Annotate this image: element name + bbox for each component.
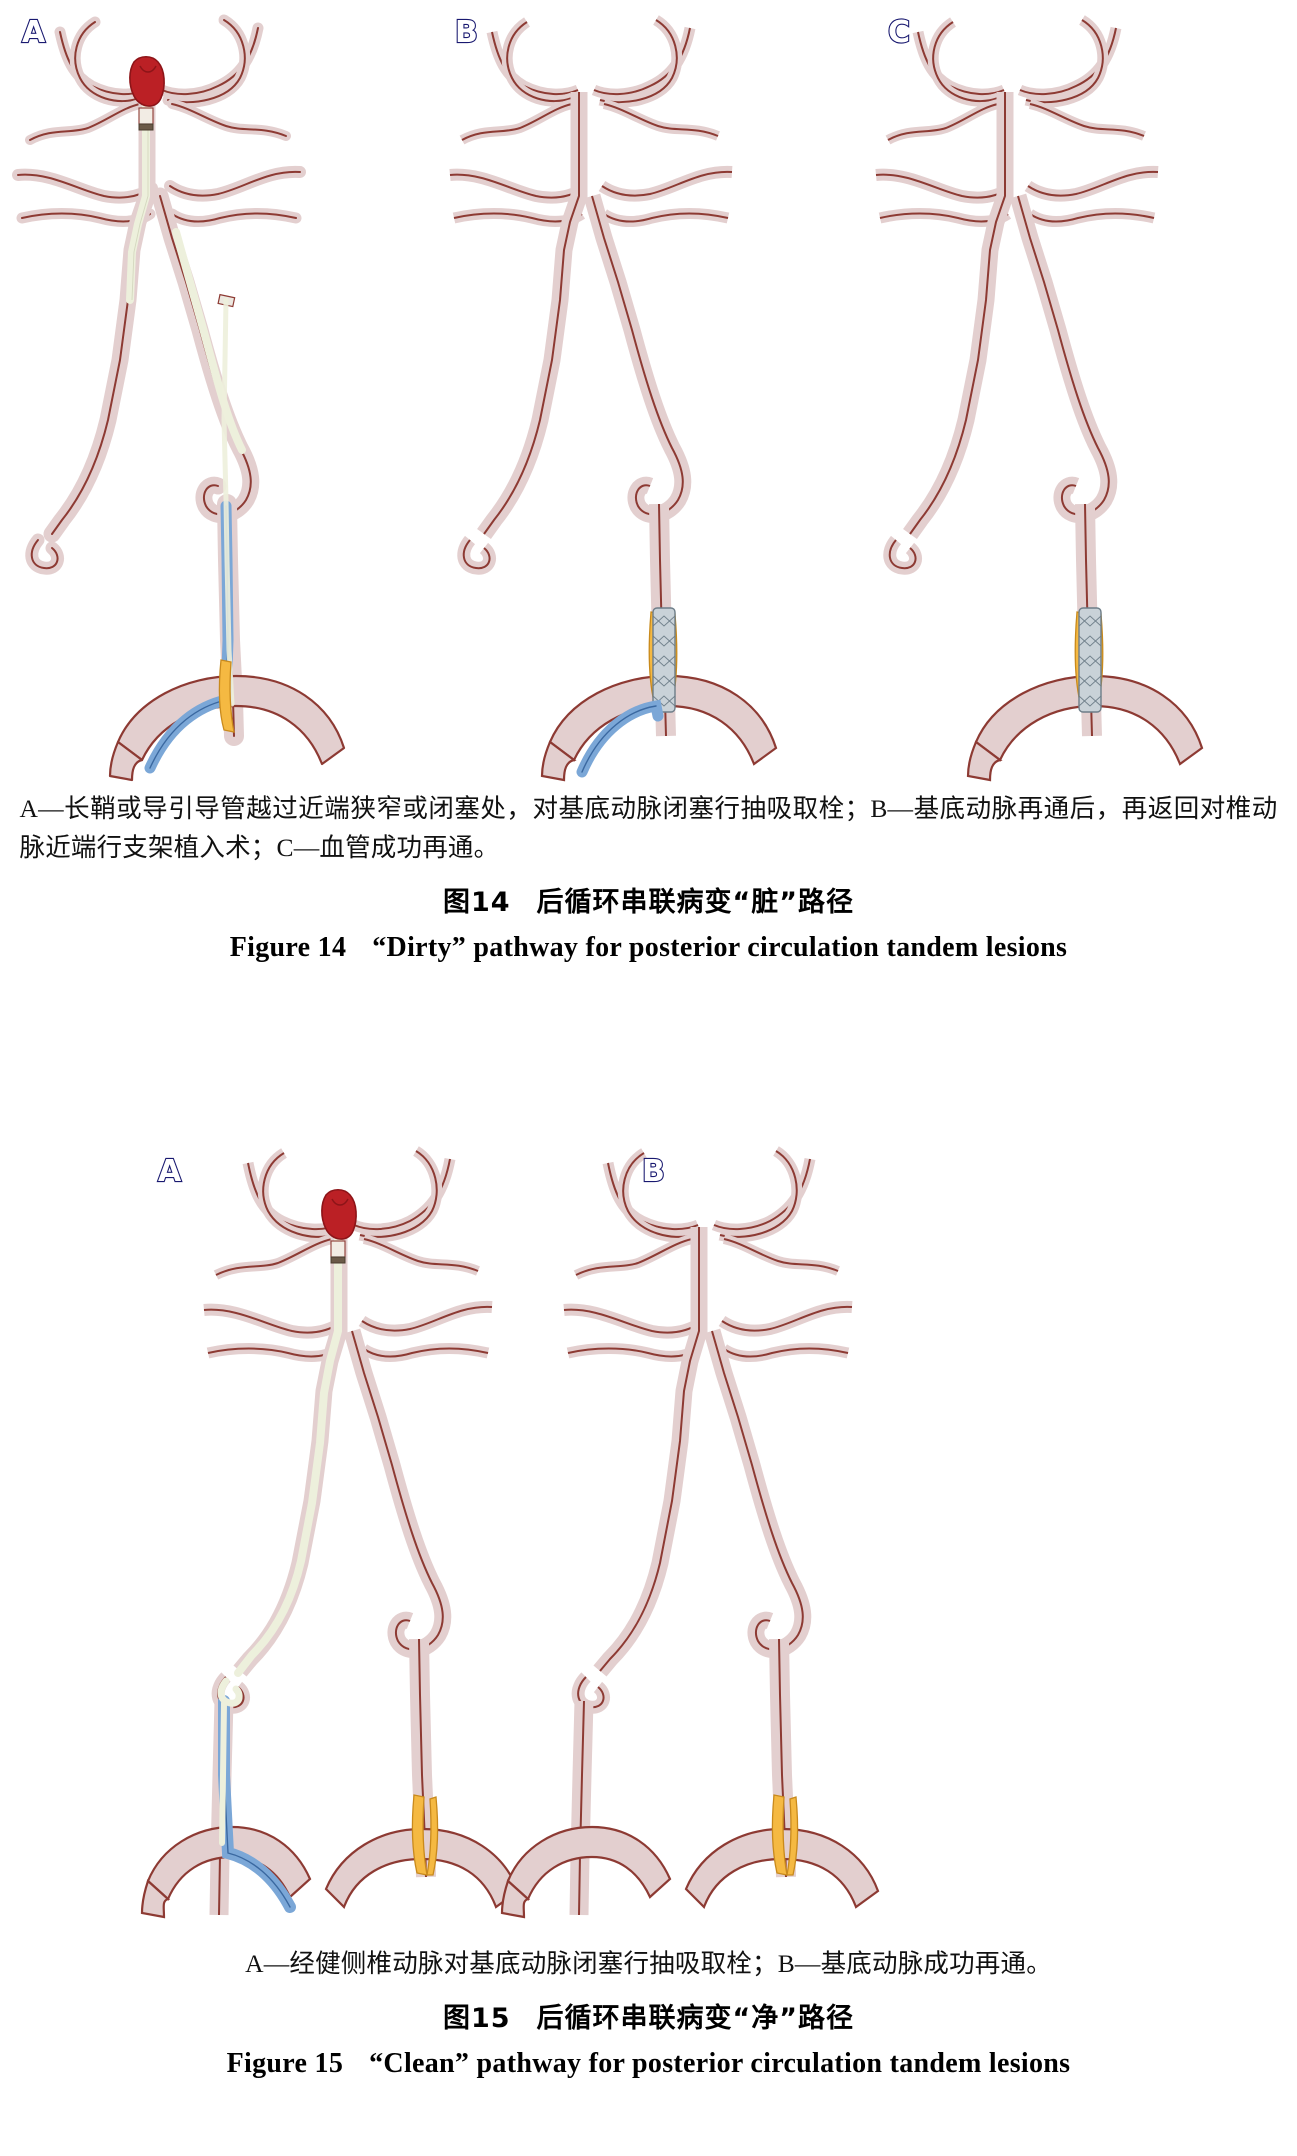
basilar-tip-thrombus-a <box>129 55 165 107</box>
figure-15-text-en: “Clean” pathway for posterior circulatio… <box>369 2047 1071 2079</box>
posterior-circulation-vessels-a2 <box>140 1146 520 1919</box>
figure-14-title-cn: 图14 后循环串联病变“脏”路径 <box>0 880 1297 919</box>
vertebral-origin-stent-c <box>1078 607 1102 713</box>
figure-14-panel-c-illustration <box>875 15 1204 782</box>
panel-label-a: A <box>21 15 46 50</box>
figure-15-caption: A—经健侧椎动脉对基底动脉闭塞行抽吸取栓；B—基底动脉成功再通。 图15 后循环串… <box>0 1945 1297 2080</box>
posterior-circulation-vessels-a <box>12 14 346 782</box>
vertebral-origin-stenosis-plaque-a <box>218 659 235 733</box>
panel-label-b: B <box>454 15 479 50</box>
figure-15-title-cn: 图15 后循环串联病变“净”路径 <box>0 1996 1297 2035</box>
figure-15-title-en: Figure 15 “Clean” pathway for posterior c… <box>0 2048 1297 2080</box>
basilar-tip-thrombus-a2 <box>321 1188 357 1240</box>
figure-14-text-cn: 后循环串联病变“脏”路径 <box>536 886 855 918</box>
figure-15-number-en: Figure 15 <box>226 2047 344 2079</box>
figure-15-panel-b-illustration <box>500 1146 880 1919</box>
guide-catheter-contralateral-a2 <box>218 1695 296 1913</box>
vertebral-origin-stenosis-plaque-a2 <box>411 1794 439 1876</box>
panel-label-a2: A <box>157 1154 182 1189</box>
posterior-circulation-vessels-c <box>875 15 1204 782</box>
posterior-circulation-vessels-b2 <box>500 1146 880 1919</box>
guidewire-a <box>126 100 246 707</box>
figure-14-caption: A—长鞘或导引导管越过近端狭窄或闭塞处，对基底动脉闭塞行抽吸取栓；B—基底动脉再… <box>0 790 1297 964</box>
posterior-circulation-vessels-b <box>449 15 778 782</box>
guide-catheter-long-sheath-b <box>576 699 664 778</box>
guidewire-a2 <box>217 1235 342 1846</box>
figure-15-artwork: A <box>0 1135 1297 1945</box>
figure-14-number-en: Figure 14 <box>229 931 347 963</box>
figure-15-text-cn: 后循环串联病变“净”路径 <box>536 2002 855 2034</box>
figure-14-text-en: “Dirty” pathway for posterior circulatio… <box>372 931 1068 963</box>
figure-15-panel-a-illustration <box>140 1146 520 1919</box>
figure-14-number-cn: 图14 <box>442 886 511 918</box>
figure-14: A <box>0 0 1297 964</box>
figure-14-panel-b-illustration <box>449 15 778 782</box>
figure-14-artwork: A <box>0 0 1297 790</box>
panel-label-b2: B <box>641 1154 666 1189</box>
vertebral-origin-stenosis-plaque-b2 <box>771 1794 799 1876</box>
figure-15: A <box>0 1135 1297 2080</box>
panel-label-c: C <box>887 15 911 50</box>
figure-14-panel-a-illustration <box>12 14 346 782</box>
figure-14-title-en: Figure 14 “Dirty” pathway for posterior c… <box>0 932 1297 964</box>
figure-14-caption-note: A—长鞘或导引导管越过近端狭窄或闭塞处，对基底动脉闭塞行抽吸取栓；B—基底动脉再… <box>19 794 1278 862</box>
wire-marker-bands-a2 <box>330 1240 346 1264</box>
vertebral-origin-stent-b <box>652 607 676 713</box>
wire-marker-bands-a <box>138 107 154 131</box>
figure-15-number-cn: 图15 <box>442 2002 511 2034</box>
figure-15-caption-note: A—经健侧椎动脉对基底动脉闭塞行抽吸取栓；B—基底动脉成功再通。 <box>245 1949 1052 1978</box>
